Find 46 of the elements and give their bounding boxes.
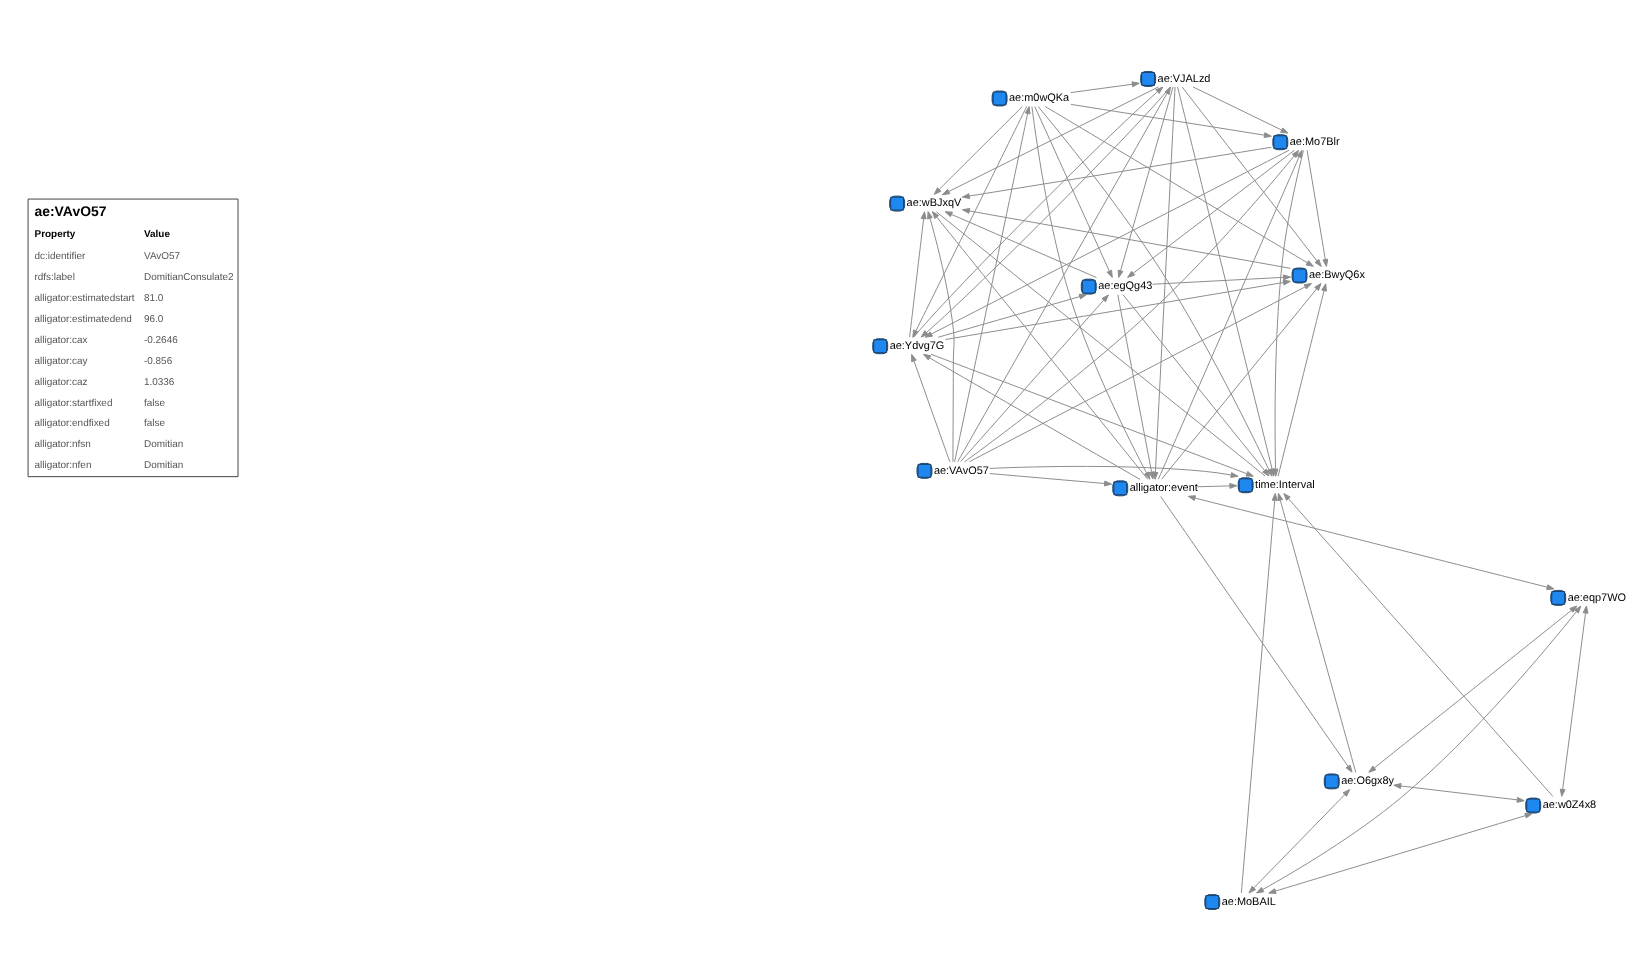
arrow [961, 146, 1272, 199]
arrow [1196, 483, 1238, 489]
arrow [1559, 605, 1589, 797]
arrow [944, 279, 1291, 340]
arrow [1393, 783, 1525, 803]
arrow [1117, 294, 1155, 480]
connector [935, 211, 1266, 477]
arrow [1127, 149, 1295, 278]
arrow [989, 473, 1112, 487]
arrow [1122, 294, 1270, 477]
arrow [1306, 149, 1329, 267]
arrow [1240, 492, 1278, 894]
arrow [1044, 106, 1314, 267]
arrow [1277, 283, 1327, 477]
arrow [911, 353, 951, 463]
arrow [924, 149, 1290, 338]
arrow [1152, 274, 1292, 285]
arrow [912, 106, 1028, 338]
arrow [1031, 106, 1151, 480]
arrow [968, 283, 1312, 463]
arrow [1181, 86, 1322, 267]
arrow [922, 353, 1141, 480]
arrow [909, 211, 927, 338]
arrow [961, 208, 1291, 269]
arrow [1070, 103, 1272, 139]
arrow [954, 106, 1031, 463]
arrow [1192, 86, 1289, 134]
arrow [964, 150, 1300, 463]
arrow [933, 106, 1023, 195]
arrow [930, 353, 1254, 477]
arrow [1248, 789, 1351, 894]
arrow [1160, 496, 1353, 773]
arrow [944, 211, 1097, 279]
arrow [1256, 605, 1582, 894]
arrow [1034, 106, 1113, 278]
arrow [937, 293, 1087, 338]
arrow [1277, 492, 1357, 773]
arrow [1283, 493, 1554, 797]
arrow [931, 211, 1149, 480]
arrow [927, 211, 955, 463]
arrow [1268, 812, 1533, 894]
arrow [942, 86, 1159, 196]
arrow [960, 294, 1109, 462]
arrow [1368, 605, 1578, 773]
arrow [1070, 81, 1140, 94]
arrow [1187, 495, 1555, 591]
